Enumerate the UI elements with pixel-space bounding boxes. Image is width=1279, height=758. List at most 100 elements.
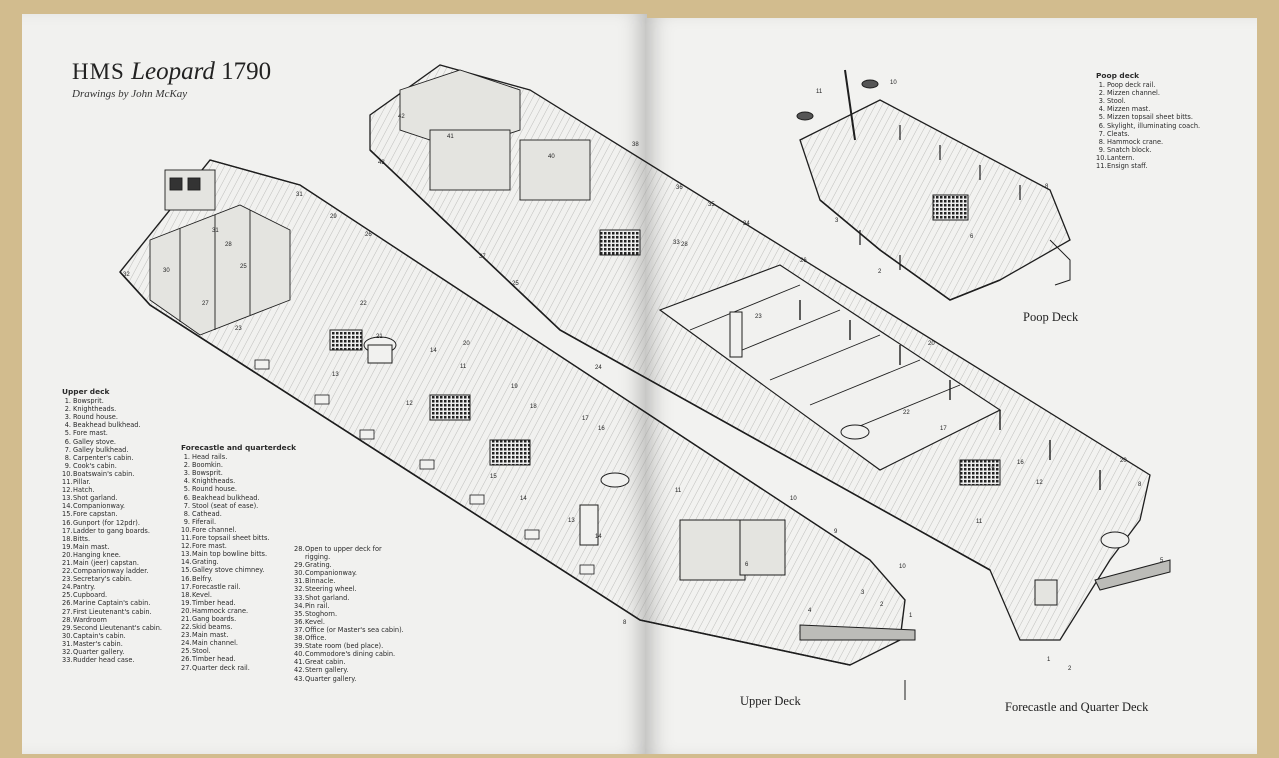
legend-item-text: Fore channel. xyxy=(192,525,237,534)
legend-item-number: 6. xyxy=(64,437,71,446)
svg-text:8: 8 xyxy=(1045,184,1049,190)
svg-text:8: 8 xyxy=(1138,482,1142,488)
legend-item-number: 9. xyxy=(64,461,71,470)
legend-item-text: Timber head. xyxy=(192,598,236,607)
legend-item-number: 21. xyxy=(62,558,73,567)
legend-item: 28.Open to upper deck for xyxy=(294,545,404,553)
legend-item: 24.Main channel. xyxy=(181,639,296,647)
legend-item-text: Cleats. xyxy=(1107,129,1130,138)
legend-item: 32.Quarter gallery. xyxy=(62,648,162,656)
svg-text:3: 3 xyxy=(835,218,839,224)
legend-item-number: 28. xyxy=(294,545,305,553)
svg-text:25: 25 xyxy=(512,281,519,287)
legend-item-number: 11. xyxy=(181,534,192,543)
legend-item: 4.Knightheads. xyxy=(181,477,296,485)
legend-item-text: rigging. xyxy=(305,553,331,562)
svg-text:14: 14 xyxy=(520,496,527,502)
legend-item-text: Round house. xyxy=(73,413,118,422)
legend-item-number: 3. xyxy=(183,469,190,478)
legend-item: 15.Fore capstan. xyxy=(62,510,162,518)
legend-forecastle: Forecastle and quarterdeck 1.Head rails.… xyxy=(181,443,296,672)
svg-text:33: 33 xyxy=(673,240,680,246)
svg-text:26: 26 xyxy=(365,232,372,238)
legend-item-number: 7. xyxy=(64,445,71,454)
legend-item-text: Bowsprit. xyxy=(73,397,104,406)
legend-item-number: 18. xyxy=(62,534,73,543)
legend-item-text: Shot garland. xyxy=(305,593,350,602)
legend-item-number: 23. xyxy=(62,575,73,584)
legend-item-number: 17. xyxy=(62,526,73,535)
forecastle-deck-drawing xyxy=(369,64,1171,641)
legend-item-number: 8. xyxy=(64,453,71,462)
legend-item-number: 21. xyxy=(181,614,192,623)
legend-item: 18.Bitts. xyxy=(62,535,162,543)
legend-item-number: 24. xyxy=(62,583,73,592)
legend-item-number: 32. xyxy=(62,648,73,656)
legend-item-number: 31. xyxy=(294,577,305,586)
svg-text:37: 37 xyxy=(479,254,486,260)
legend-item-number: 11. xyxy=(62,478,73,487)
legend-item: 16.Belfry. xyxy=(181,575,296,583)
legend-item-text: Main (jeer) capstan. xyxy=(73,558,139,567)
legend-item-text: Companionway ladder. xyxy=(73,567,149,576)
legend-item-number: 14. xyxy=(62,502,73,511)
legend-item: 2.Boomkin. xyxy=(181,461,296,469)
legend-item-text: Knightheads. xyxy=(192,477,236,486)
legend-item: 8.Cathead. xyxy=(181,510,296,518)
svg-text:12: 12 xyxy=(1036,480,1043,486)
legend-item-number: 13. xyxy=(62,494,73,503)
legend-item: 4.Beakhead bulkhead. xyxy=(62,421,162,429)
legend-item: 26.Marine Captain's cabin. xyxy=(62,599,162,607)
legend-item: 33.Rudder head case. xyxy=(62,656,162,664)
legend-item: 2.Knightheads. xyxy=(62,405,162,413)
legend-item: 41.Great cabin. xyxy=(294,658,404,666)
legend-item: 19.Main mast. xyxy=(62,543,162,551)
legend-item-text: Office (or Master's sea cabin). xyxy=(305,625,404,634)
legend-item-number: 27. xyxy=(181,663,192,672)
legend-item-text: Beakhead bulkhead. xyxy=(192,493,260,502)
svg-text:23: 23 xyxy=(235,326,242,332)
legend-item: 7.Stool (seat of ease). xyxy=(181,502,296,510)
legend-item: 21.Main (jeer) capstan. xyxy=(62,559,162,567)
legend-item-text: Forecastle rail. xyxy=(192,582,241,591)
svg-text:11: 11 xyxy=(816,89,823,95)
legend-item: 3.Stool. xyxy=(1096,97,1200,105)
legend-item: 27.First Lieutenant's cabin. xyxy=(62,608,162,616)
legend-item-text: Companionway. xyxy=(305,569,358,578)
legend-item-text: Round house. xyxy=(192,485,237,494)
legend-item-text: Open to upper deck for xyxy=(305,545,382,553)
legend-item-number: 17. xyxy=(181,582,192,591)
legend-item-text: Main channel. xyxy=(192,639,239,648)
legend-item-number: 2. xyxy=(1098,89,1105,98)
legend-item-text: Gang boards. xyxy=(192,614,237,623)
svg-text:2: 2 xyxy=(880,602,884,608)
legend-item-text: Pillar. xyxy=(73,478,91,487)
legend-item-number: 5. xyxy=(183,485,190,494)
legend-item-text: Carpenter's cabin. xyxy=(73,453,134,462)
legend-item: 37.Office (or Master's sea cabin). xyxy=(294,626,404,634)
svg-text:20: 20 xyxy=(463,341,470,347)
legend-item-text: Quarter gallery. xyxy=(305,674,357,683)
svg-text:26: 26 xyxy=(800,258,807,264)
legend-item: 5.Mizzen topsail sheet bitts. xyxy=(1096,113,1200,121)
legend-item-text: Boatswain's cabin. xyxy=(73,469,135,478)
legend-item-text: Quarter deck rail. xyxy=(192,663,250,672)
legend-item-text: Fore capstan. xyxy=(73,510,118,519)
legend-item-text: Head rails. xyxy=(192,453,228,462)
legend-item-number: 15. xyxy=(181,566,192,575)
svg-text:22: 22 xyxy=(903,410,910,416)
legend-item-text: Steering wheel. xyxy=(305,585,357,594)
legend-item: 12.Hatch. xyxy=(62,486,162,494)
legend-item-number: 25. xyxy=(62,591,73,600)
svg-text:24: 24 xyxy=(595,365,602,371)
legend-item: 10.Boatswain's cabin. xyxy=(62,470,162,478)
legend-item-text: Commodore's dining cabin. xyxy=(305,650,396,659)
upper-deck-drawing xyxy=(119,159,916,700)
legend-item: 39.State room (bed place). xyxy=(294,642,404,650)
legend-item-text: Binnacle. xyxy=(305,577,336,586)
legend-item-number: 29. xyxy=(294,561,305,570)
legend-item: 4.Mizzen mast. xyxy=(1096,105,1200,113)
legend-item-text: Galley bulkhead. xyxy=(73,445,129,454)
legend-item-text: Fore mast. xyxy=(73,429,108,438)
